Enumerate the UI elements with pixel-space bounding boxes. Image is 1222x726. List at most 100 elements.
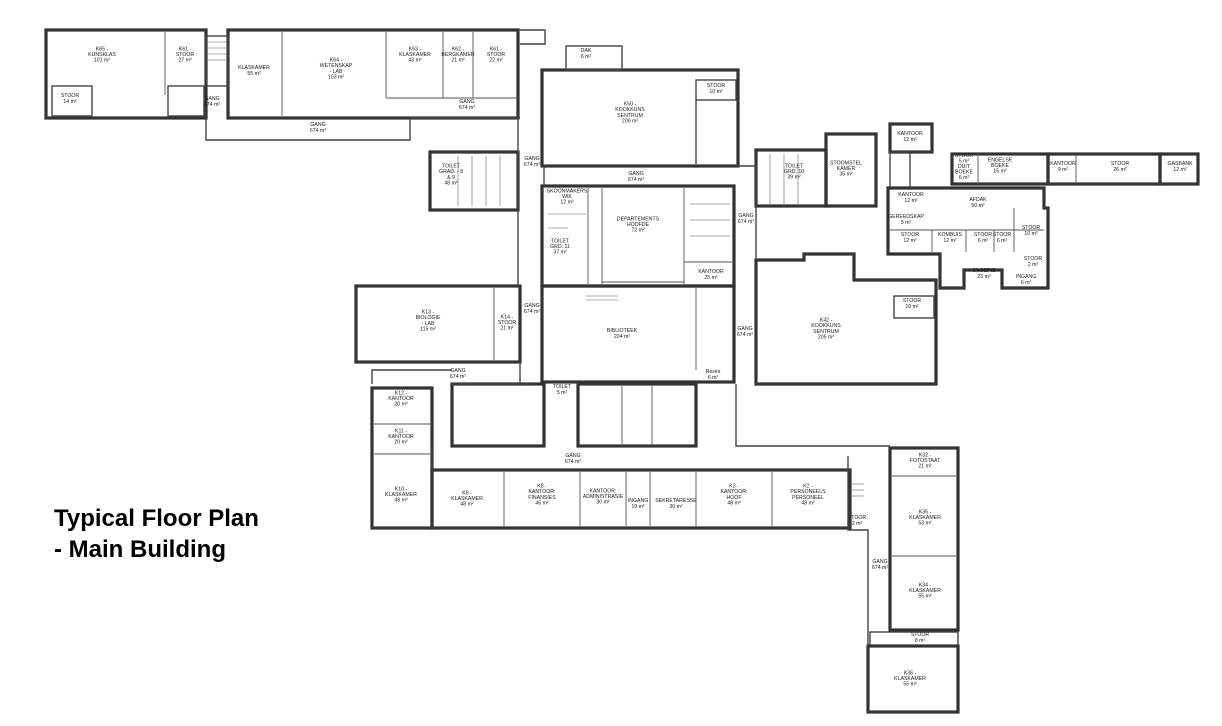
room-label-line: 674 m² <box>524 309 540 315</box>
room-label-line: KOOKKUNS <box>615 107 645 113</box>
room-label-line: SENTRUM <box>813 329 839 335</box>
room-label-line: 21 m² <box>500 326 514 332</box>
room-label-line: - LAB <box>422 321 436 327</box>
room-label-line: 674 m² <box>310 128 326 134</box>
room-label-line: KANTOOR <box>698 269 724 275</box>
room-label-line: STOOR <box>974 232 993 238</box>
caption-line-2: - Main Building <box>54 536 226 563</box>
room-label-line: STOOR <box>901 232 920 238</box>
room-label-line: STOOR <box>911 632 930 638</box>
room-label-line: 12 m² <box>560 200 574 206</box>
room-label-line: 5 m² <box>901 220 912 226</box>
room-label-line: 12 m² <box>943 238 957 244</box>
room-label-line: STOOR <box>498 320 517 326</box>
room-label-line: 35 m² <box>839 172 853 178</box>
room-label-line: DUIT <box>958 164 971 170</box>
room-label-line: K32 - <box>919 452 932 458</box>
room-label-line: KLASKAMER <box>894 676 926 682</box>
room-label-line: STOOR <box>1111 161 1130 167</box>
room-label-line: 209 m² <box>622 118 638 124</box>
room-label-line: 46 m² <box>535 500 549 506</box>
room-label-line: TOILET <box>785 163 804 169</box>
room-label-line: STOOR <box>993 232 1012 238</box>
room-label-line: 674 m² <box>459 105 475 111</box>
room-label-line: 674 m² <box>524 162 540 168</box>
room-label-line: STOOR <box>848 515 867 521</box>
room-label-line: 8 m² <box>915 638 926 644</box>
room-label-line: 5 m² <box>557 390 568 396</box>
room-label-line: STOOMSTEL <box>830 160 862 166</box>
room-label-line: KANTOOR <box>897 131 923 137</box>
room-label-line: 674 m² <box>204 102 220 108</box>
room-label-line: 6 m² <box>959 175 970 181</box>
room-label-line: K2 - <box>803 484 813 490</box>
room-label-line: 5 m² <box>959 158 970 164</box>
room-label-line: STOOR <box>1024 256 1043 262</box>
room-label-line: K3 - <box>729 484 739 490</box>
room-label-line: 6 m² <box>708 375 719 381</box>
room-label-line: - LAB <box>330 69 344 75</box>
room-label-line: INGANG <box>1016 274 1036 280</box>
room-label-line: 50 m² <box>971 203 985 209</box>
room-label-line: SEKRETARESSE <box>655 498 697 504</box>
room-label-line: WETENSKAP <box>320 63 353 69</box>
room-label-line: GASBANK <box>1167 161 1193 167</box>
room-label-line: AFDAK <box>969 197 987 203</box>
room-label-line: 674 m² <box>738 219 754 225</box>
room-label-line: INGANG <box>628 498 648 504</box>
room-label-line: 204 m² <box>614 334 630 340</box>
room-label-line: K65 - <box>96 46 109 52</box>
room-label-line: K9 - <box>462 490 472 496</box>
room-label-line: 48 m² <box>460 502 474 508</box>
room-label-line: STOOR <box>61 93 80 99</box>
room-label-line: KUNSKLAS <box>88 52 116 58</box>
room-label-line: GANG <box>565 453 580 459</box>
room-label-line: 55 m² <box>247 71 261 77</box>
room-label-line: 55 m² <box>903 682 917 688</box>
room-label-line: KANTOOR <box>388 396 414 402</box>
room-label-line: 14 m² <box>63 99 77 105</box>
room-label-line: KANTOOR: <box>529 489 556 495</box>
room-label-line: KLASKAMER <box>909 588 941 594</box>
room-label-line: ENGELSE <box>988 157 1013 163</box>
room-label-line: FINANSIES <box>528 495 556 501</box>
room-label-line: K50 - <box>624 102 637 108</box>
room-label-line: STOOR <box>707 83 726 89</box>
room-label-line: GANG <box>524 156 539 162</box>
room-label-line: BIOLOGIE <box>416 315 441 321</box>
room-label-line: GANG <box>737 326 752 332</box>
room-label-line: STOOR <box>1022 225 1041 231</box>
room-label-line: BOEKE <box>955 170 973 176</box>
room-label-line: BERGKAMER <box>441 52 474 58</box>
room-label-line: 6 m² <box>581 54 592 60</box>
room-label-line: 2 m² <box>852 521 863 527</box>
room-label-line: K11 - <box>395 428 407 434</box>
room-label-line: TOILET <box>551 238 570 244</box>
room-label-line: K62 - <box>452 46 465 52</box>
